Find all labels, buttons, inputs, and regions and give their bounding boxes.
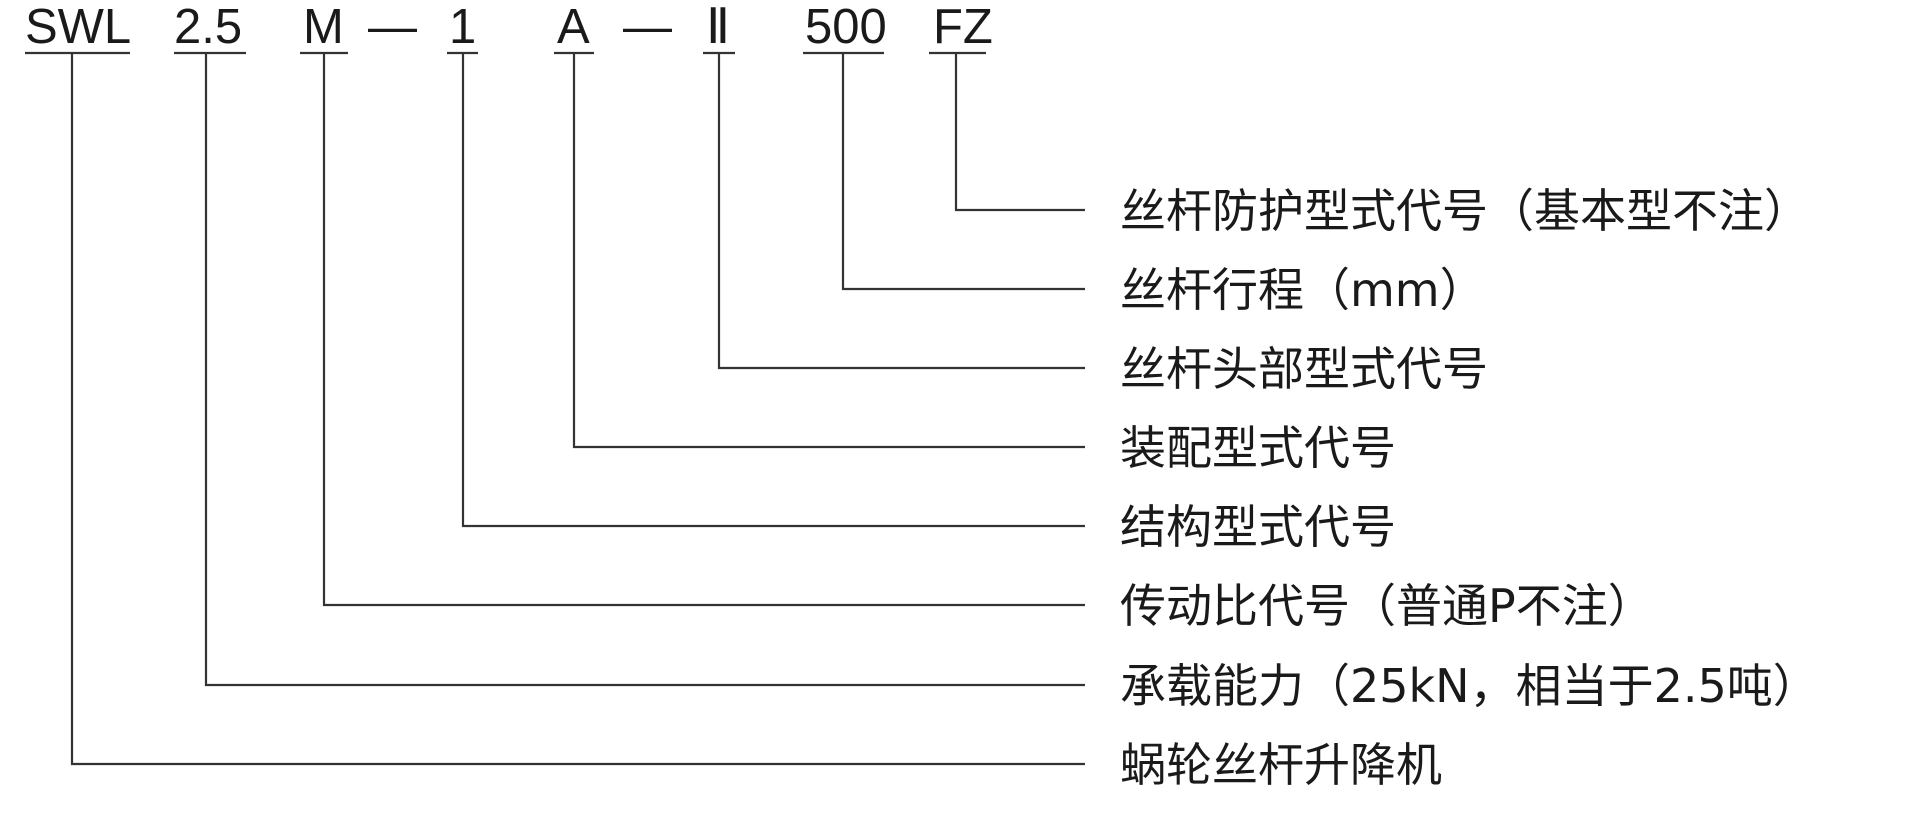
code-swl: SWL bbox=[25, 0, 131, 54]
leader-struct bbox=[461, 53, 1085, 528]
code-head: Ⅱ bbox=[706, 0, 730, 54]
code-assy: A bbox=[557, 0, 590, 54]
descriptions: 丝杆防护型式代号（基本型不注） 丝杆行程（mm） 丝杆头部型式代号 装配型式代号… bbox=[1120, 184, 1819, 792]
desc-prot: 丝杆防护型式代号（基本型不注） bbox=[1120, 184, 1810, 238]
leader-load bbox=[204, 53, 1085, 687]
code-sep-2: — bbox=[623, 0, 672, 54]
code-ratio: M bbox=[303, 0, 344, 54]
desc-assy: 装配型式代号 bbox=[1120, 421, 1396, 475]
leader-lines bbox=[70, 53, 1085, 766]
code-load: 2.5 bbox=[174, 0, 242, 54]
leader-head bbox=[717, 53, 1085, 370]
model-code: SWL 2.5 M — 1 A — Ⅱ 500 FZ bbox=[25, 0, 993, 54]
desc-stroke: 丝杆行程（mm） bbox=[1120, 263, 1486, 317]
leader-prot bbox=[954, 53, 1085, 212]
code-prot: FZ bbox=[933, 0, 993, 54]
desc-load: 承载能力（25kN，相当于2.5吨） bbox=[1120, 659, 1819, 713]
leader-stroke bbox=[841, 53, 1085, 291]
desc-ratio: 传动比代号（普通P不注） bbox=[1120, 579, 1654, 633]
leader-swl bbox=[70, 53, 1085, 766]
leader-ratio bbox=[322, 53, 1085, 607]
desc-swl: 蜗轮丝杆升降机 bbox=[1120, 738, 1442, 792]
desc-struct: 结构型式代号 bbox=[1120, 500, 1396, 554]
desc-head: 丝杆头部型式代号 bbox=[1120, 342, 1488, 396]
code-struct: 1 bbox=[449, 0, 476, 54]
leader-assy bbox=[572, 53, 1085, 449]
code-stroke: 500 bbox=[805, 0, 887, 54]
code-sep-1: — bbox=[368, 0, 417, 54]
